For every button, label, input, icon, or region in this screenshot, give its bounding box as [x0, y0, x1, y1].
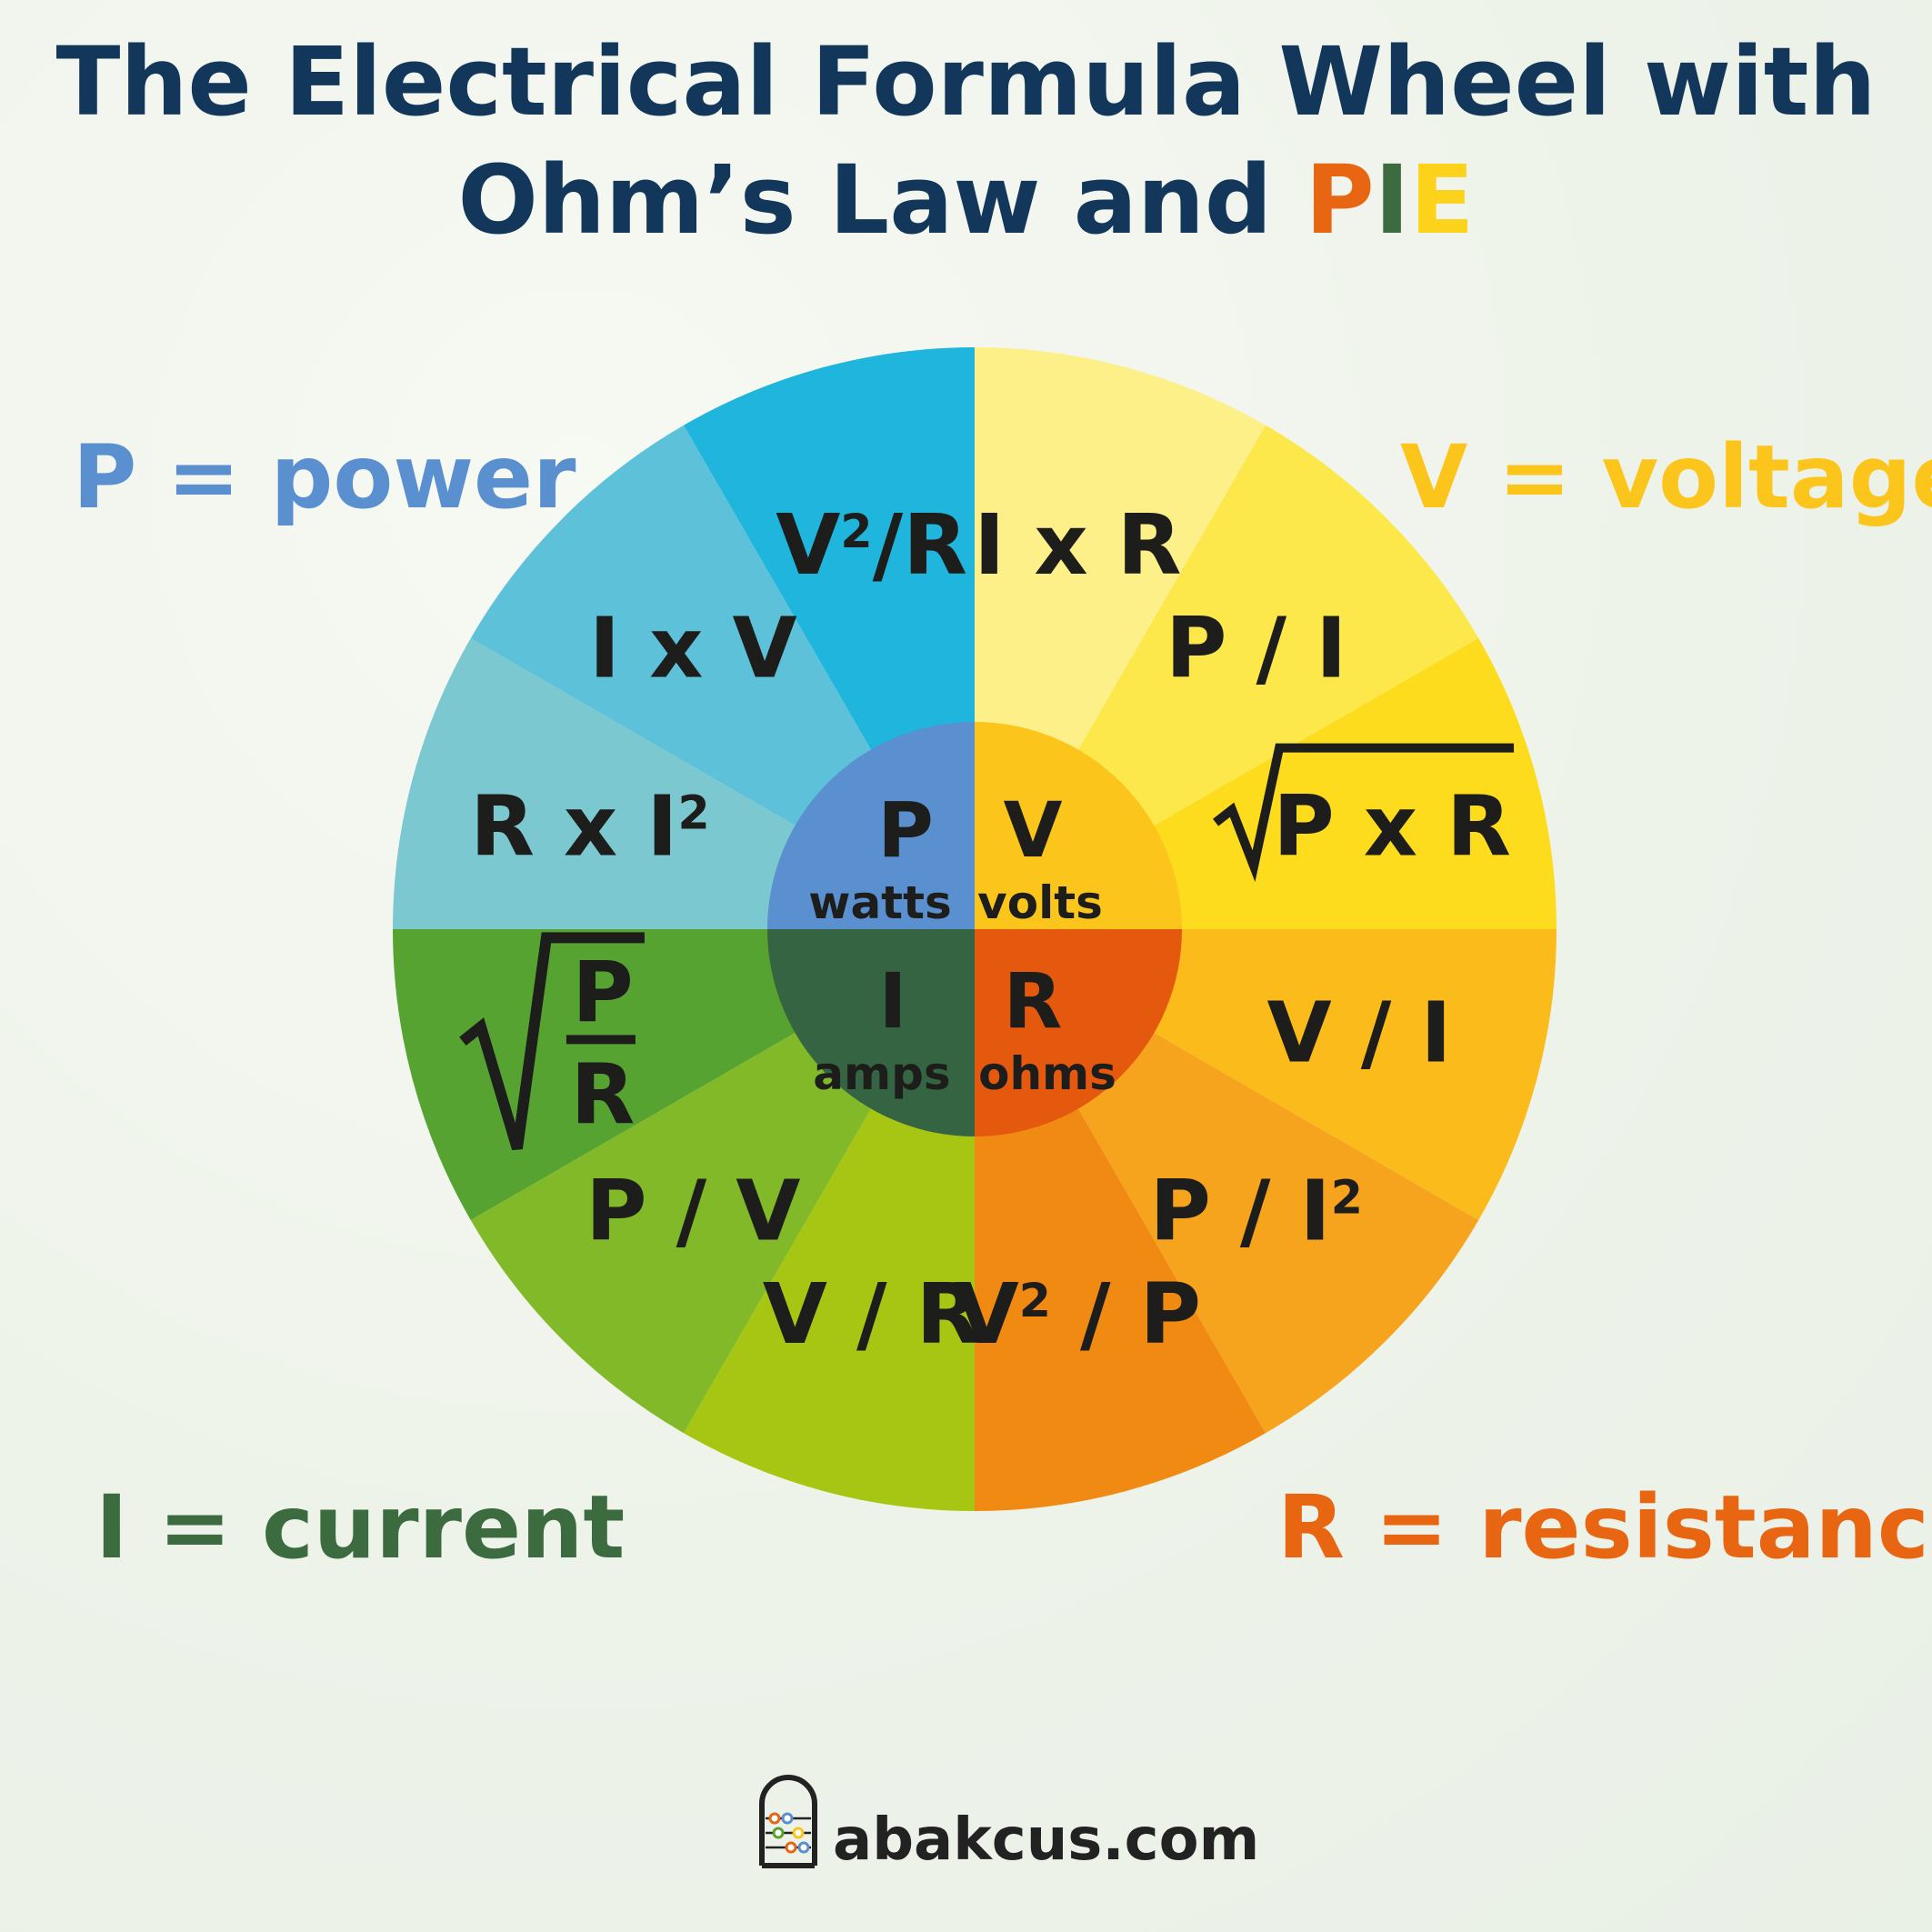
formula-sqrt-p-over-r: PR [459, 932, 645, 1151]
inner-symbol-voltage: V [1003, 786, 1062, 875]
inner-symbol-current: I [878, 956, 906, 1046]
inner-unit-resistance: ohms [978, 1047, 1116, 1100]
legend-voltage: V = voltage [1400, 426, 1932, 528]
formula-label: I x R [974, 496, 1181, 594]
inner-unit-voltage: volts [977, 876, 1103, 929]
formula-label: P x R [1273, 778, 1511, 876]
pie-letter-e: E [1409, 145, 1475, 255]
formula-label: V / R [763, 1266, 981, 1363]
formula-label: V2/R [776, 496, 967, 594]
formula-sqrt-p-x-r: P x R [1213, 743, 1515, 883]
legend-current: I = current [95, 1477, 626, 1578]
inner-symbol-resistance: R [1004, 956, 1063, 1046]
legend-power: P = power [73, 426, 576, 528]
abacus-logo-icon [759, 1775, 817, 1868]
formula-label: R x I2 [470, 778, 710, 876]
inner-quadrant-resistance [975, 929, 1182, 1136]
formula-label: P / I [1166, 599, 1346, 696]
formula-label: I x V [589, 599, 797, 696]
inner-unit-current: amps [813, 1047, 950, 1100]
formula-denominator: R [571, 1046, 636, 1143]
formula-label: P / V [586, 1163, 800, 1260]
pie-letter-i: I [1374, 145, 1410, 255]
title-line-1: The Electrical Formula Wheel with [55, 26, 1877, 137]
formula-label: V2 / P [955, 1266, 1202, 1363]
legend-resistance: R = resistance [1277, 1477, 1932, 1578]
brand-name: abakcus.com [833, 1807, 1260, 1874]
formula-numerator: P [572, 944, 633, 1041]
pie-letter-p: P [1305, 145, 1375, 255]
inner-symbol-power: P [877, 786, 934, 875]
inner-quadrant-voltage [975, 722, 1182, 929]
inner-quadrant-current [767, 929, 975, 1136]
inner-quadrant-power [767, 722, 975, 929]
formula-label: P / I2 [1149, 1163, 1363, 1260]
formula-label: V / I [1267, 984, 1452, 1081]
title-line-2: Ohm’s Law and PIE [457, 145, 1475, 255]
inner-unit-power: watts [808, 876, 952, 929]
